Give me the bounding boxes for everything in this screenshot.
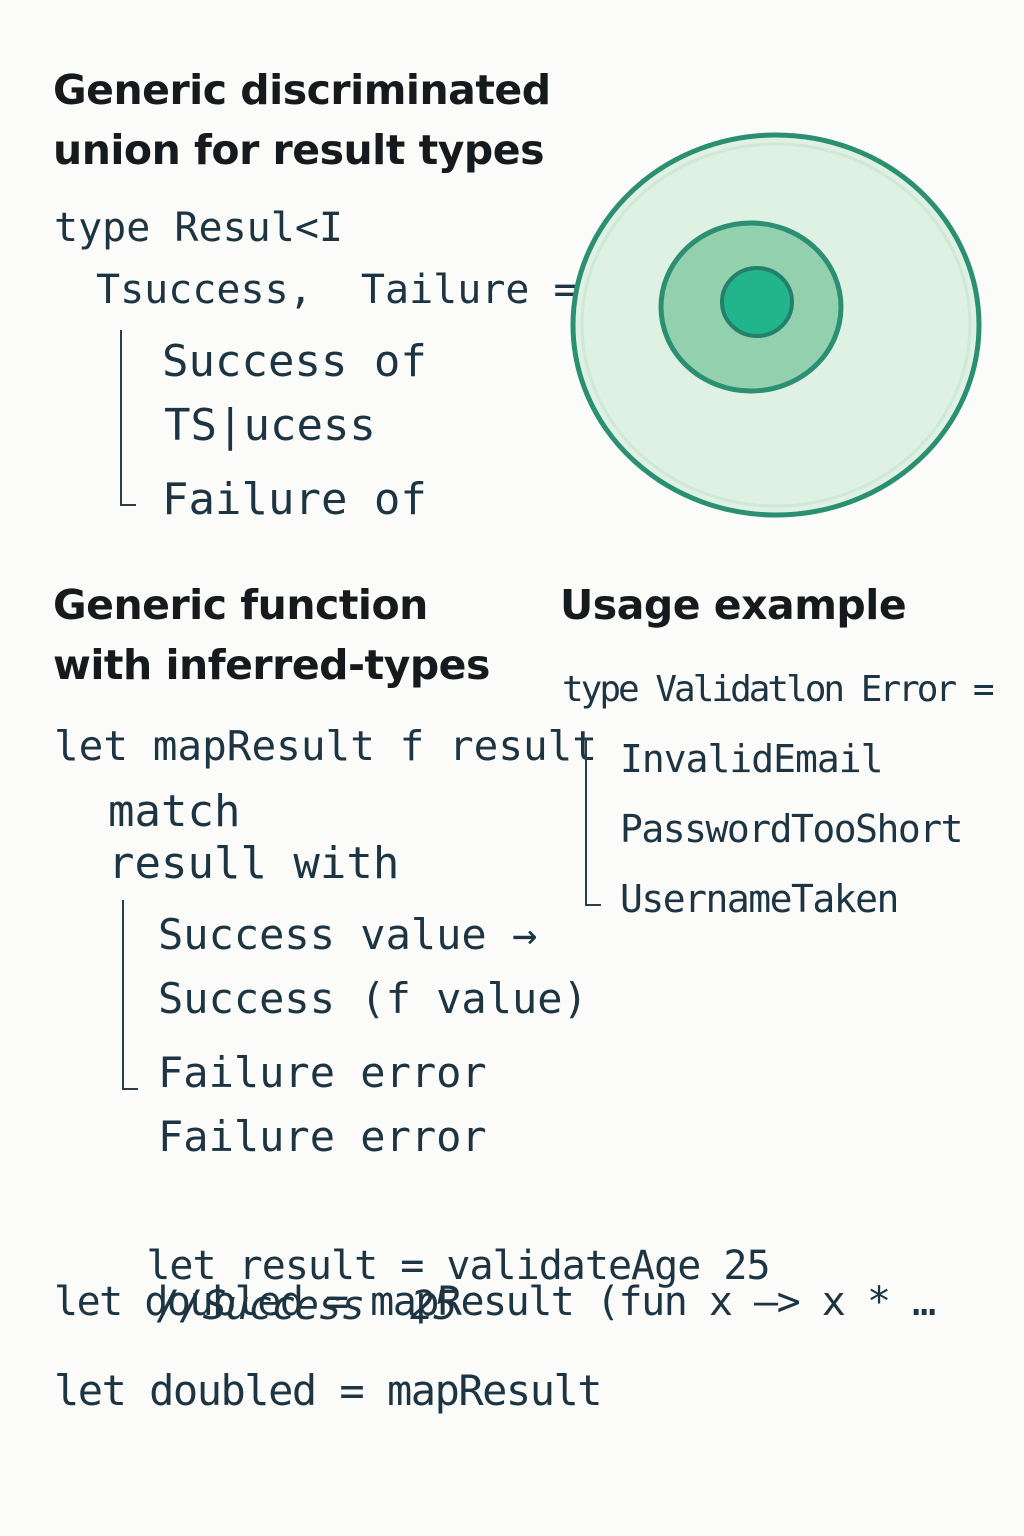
bottom-line-doubled-2: let doubled = mapResult bbox=[54, 1366, 603, 1415]
target-core-circle bbox=[720, 266, 794, 338]
function-code-line3: resull with bbox=[108, 838, 400, 889]
function-case-failure-line1: Failure error bbox=[158, 1048, 487, 1097]
bottom-line-doubled: let doubled = mapResult (fun x –> x * … bbox=[54, 1279, 936, 1325]
function-code-line1: let mapResult f result bbox=[54, 722, 598, 770]
usage-case-bracket bbox=[584, 738, 601, 906]
function-case-success-line2: Success (f value) bbox=[158, 974, 588, 1023]
union-code-line2: Tsuccess, Tailure = bbox=[96, 267, 578, 313]
usage-case-username-taken: UsernameTaken bbox=[620, 877, 899, 921]
function-heading-line2: with inferred-types bbox=[53, 641, 490, 689]
bottom-line-result: let result = validateAge 25 //Success 25 bbox=[54, 1206, 770, 1366]
function-case-failure-line2: Failure error bbox=[158, 1112, 487, 1161]
bottom-line-result-comment: //Success 25 bbox=[156, 1283, 457, 1329]
bottom-line-result-code: let result = validateAge 25 bbox=[146, 1243, 770, 1289]
function-code-line2: match bbox=[108, 786, 241, 837]
union-code-line1: type Resul<I bbox=[54, 205, 343, 251]
usage-case-password-too-short: PasswordTooShort bbox=[620, 807, 964, 851]
usage-heading: Usage example bbox=[560, 581, 907, 629]
union-heading-line2: union for result types bbox=[53, 126, 545, 174]
usage-code-line1: type Validatlon Error = bbox=[562, 669, 994, 710]
function-case-bracket bbox=[121, 900, 138, 1090]
union-case-success-line2: TS|ucess bbox=[164, 400, 376, 451]
union-case-bracket bbox=[119, 330, 136, 506]
usage-case-invalid-email: InvalidEmail bbox=[620, 737, 884, 781]
function-heading-line1: Generic function bbox=[53, 581, 428, 629]
concentric-circles-icon bbox=[570, 132, 982, 518]
union-case-success-line1: Success of bbox=[162, 336, 427, 387]
union-heading-line1: Generic discriminated bbox=[53, 66, 551, 114]
function-case-success-line1: Success value → bbox=[158, 910, 538, 959]
union-case-failure: Failure of bbox=[162, 474, 427, 525]
